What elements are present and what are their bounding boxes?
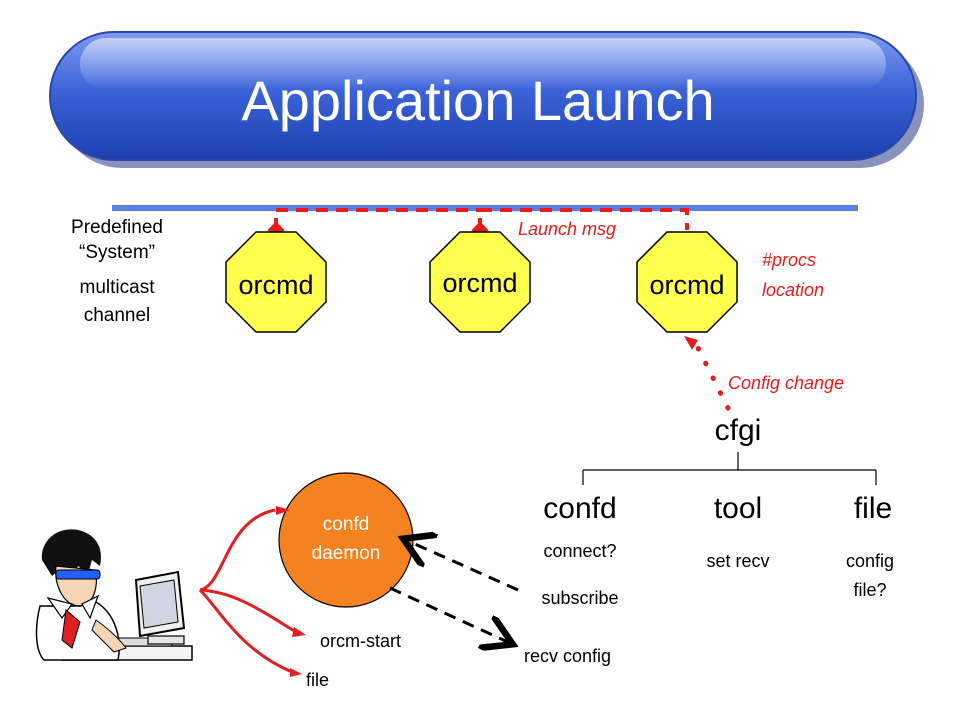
procs-label: #procs (762, 250, 816, 270)
file-note-config: config (846, 551, 894, 571)
confd-daemon-node: confd daemon (278, 472, 414, 608)
confd-note-subscribe: subscribe (541, 588, 618, 608)
orcm-start-label: orcm-start (320, 631, 401, 651)
launch-msg-label: Launch msg (518, 219, 616, 239)
location-label: location (762, 280, 824, 300)
cfgi-root-label: cfgi (715, 414, 762, 447)
tool-note-set-recv: set recv (706, 551, 769, 571)
subscribe-arrow (406, 540, 519, 592)
system-channel-line2: “System” (79, 242, 155, 263)
page-title: Application Launch (241, 69, 714, 132)
file-note-file: file? (853, 580, 886, 600)
orcmd-label-1: orcmd (238, 270, 313, 300)
orcmd-node-3: orcmd (636, 231, 738, 333)
cfgi-child-file: file (854, 492, 892, 525)
config-change-label: Config change (728, 373, 844, 393)
orcmd-label-3: orcmd (649, 270, 724, 300)
system-channel-line1: Predefined (71, 217, 163, 238)
orcmd-node-1: orcmd (225, 231, 327, 333)
daemon-line2: daemon (312, 543, 381, 564)
file-label: file (306, 670, 329, 690)
orcmd-label-2: orcmd (442, 268, 517, 298)
cfgi-tree-lines (582, 452, 877, 485)
orcmd-node-2: orcmd (429, 231, 531, 333)
user-cables (198, 506, 306, 677)
config-change-arrow (684, 336, 731, 411)
recv-config-arrow (389, 586, 510, 643)
system-channel-line3: multicast (80, 277, 156, 298)
confd-note-connect: connect? (543, 541, 616, 561)
user-at-computer-icon (35, 529, 193, 661)
cfgi-child-tool: tool (714, 492, 762, 525)
recv-config-label: recv config (524, 646, 611, 666)
system-channel-line4: channel (84, 305, 151, 326)
title-banner: Application Launch (49, 31, 924, 168)
daemon-line1: confd (323, 514, 369, 535)
system-channel-label: Predefined “System” multicast channel (71, 217, 163, 326)
cfgi-child-confd: confd (543, 492, 616, 525)
